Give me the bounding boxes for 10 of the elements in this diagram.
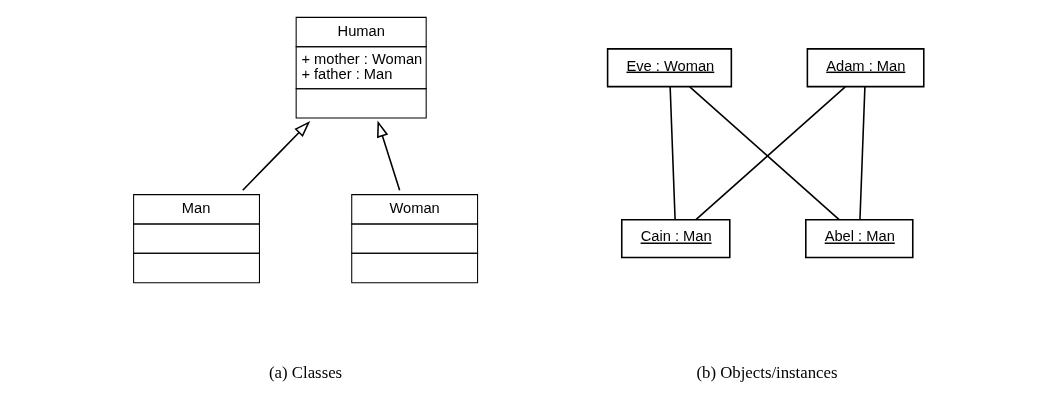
arrow: [241, 120, 310, 191]
node-box: Abel : Man: [804, 218, 914, 258]
label: (a) Classes: [268, 362, 342, 382]
arrow: [376, 119, 400, 191]
connector: [668, 85, 676, 220]
node-box: Adam : Man: [806, 47, 925, 87]
node-box: Eve : Woman: [606, 47, 732, 87]
node-box: Cain : Man: [620, 218, 731, 258]
connector: [858, 85, 866, 220]
label: (b) Objects/instances: [695, 362, 838, 382]
